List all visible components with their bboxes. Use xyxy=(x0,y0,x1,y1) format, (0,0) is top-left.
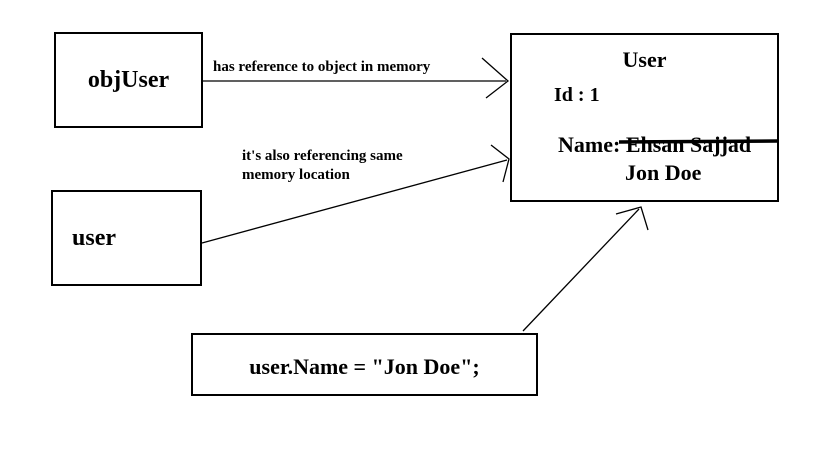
arrow-code-to-object-head xyxy=(615,206,649,231)
same-memory-arrow-label-line1: it's also referencing same xyxy=(242,148,403,164)
user-box: user xyxy=(51,190,202,286)
reference-arrow-label: has reference to object in memory xyxy=(213,59,431,75)
user-object-box: User Id : 1 Name: Ehsan Sajjad Jon Doe xyxy=(510,33,779,202)
arrow-objuser-to-object-head xyxy=(481,57,510,99)
user-object-id-field: Id : 1 xyxy=(554,84,600,106)
objuser-label: objUser xyxy=(87,66,170,93)
objuser-box: objUser xyxy=(54,32,203,128)
same-memory-arrow-label: it's also referencing same memory locati… xyxy=(242,147,403,185)
arrow-code-to-object xyxy=(522,206,649,332)
code-box: user.Name = "Jon Doe"; xyxy=(191,333,538,396)
user-object-name-line: Name: Ehsan Sajjad xyxy=(558,132,751,158)
name-old-value: Ehsan Sajjad xyxy=(625,132,752,157)
user-label: user xyxy=(72,224,116,251)
arrow-code-to-object-shaft xyxy=(522,208,640,332)
name-new-value: Jon Doe xyxy=(625,160,702,185)
name-field-label: Name: xyxy=(558,132,621,157)
code-label: user.Name = "Jon Doe"; xyxy=(249,353,480,379)
arrow-user-to-object-head xyxy=(490,144,510,183)
user-object-title: User xyxy=(622,47,667,72)
same-memory-arrow-label-line2: memory location xyxy=(242,167,350,183)
